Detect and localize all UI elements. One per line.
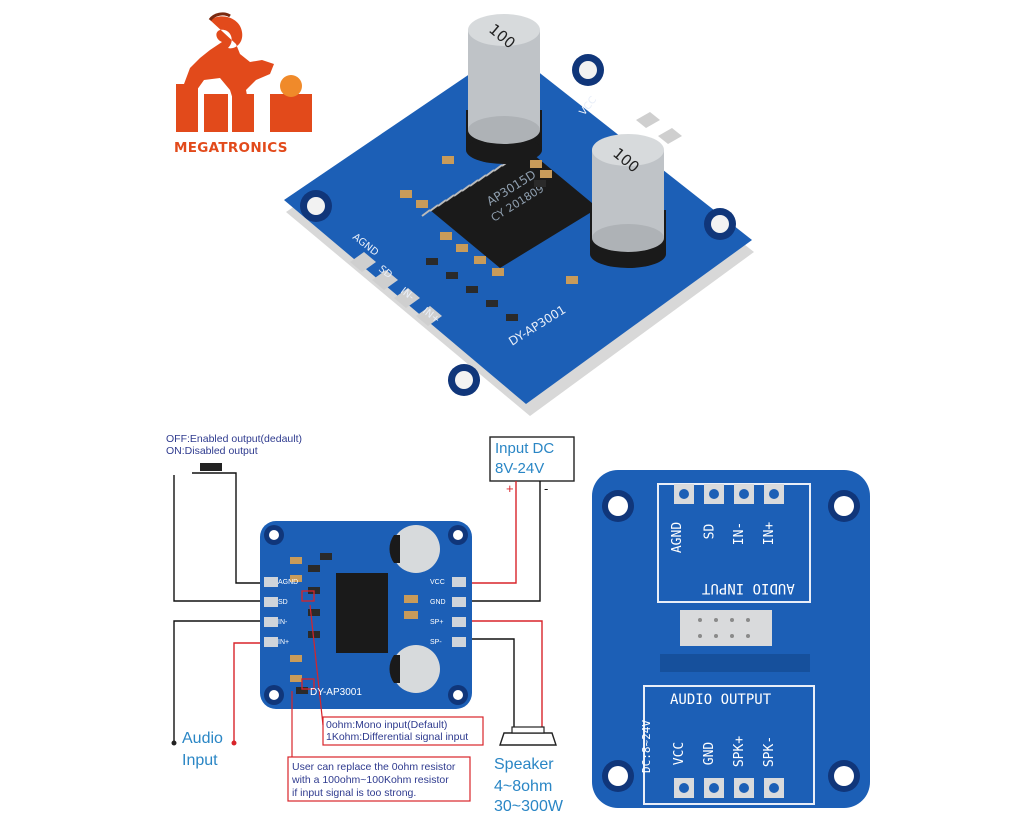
audio-input-label-1: Audio: [182, 730, 223, 747]
resistor-note-mono: 0ohm:Mono input(Default): [326, 719, 448, 731]
amplifier-board-photo: AP3015D CY 201809 100 100 DY-AP3001: [280, 0, 760, 425]
board-model-label: DY-AP3001: [310, 687, 362, 698]
board-back-photo: AGND SD IN- IN+ AUDIO INPUT AUDIO OUTPUT…: [592, 470, 874, 810]
back-pin-vcc: VCC: [672, 741, 688, 766]
diag-pin-in-minus: IN-: [278, 619, 288, 626]
resistor-note-differential: 1Kohm:Differential signal input: [326, 731, 469, 743]
switch-note-enabled: OFF:Enabled output(dedault): [166, 433, 302, 445]
back-pin-agnd: AGND: [670, 521, 686, 554]
audio-output-label: AUDIO OUTPUT: [670, 692, 772, 708]
diag-pin-in-plus: IN+: [278, 639, 290, 646]
plus-sign: +: [506, 481, 514, 496]
pin-vcc-label: VCC: [578, 95, 599, 118]
speaker-impedance: 4~8ohm: [494, 778, 553, 795]
back-pin-in-minus: IN-: [732, 521, 748, 546]
dc-voltage-label: DC:8~24V: [639, 720, 653, 773]
diag-pin-sp-minus: SP-: [430, 639, 442, 646]
diag-pin-sp-plus: SP+: [430, 619, 444, 626]
back-pin-spk-minus: SPK-: [762, 735, 778, 768]
megatronics-logo: MEGATRONICS: [170, 10, 330, 160]
speaker-power: 30~300W: [494, 798, 563, 815]
minus-sign: -: [544, 481, 549, 496]
diag-pin-vcc: VCC: [430, 579, 445, 586]
diag-pin-agnd: AGND: [278, 579, 299, 586]
audio-input-label-2: Input: [182, 752, 218, 769]
input-dc-range: 8V-24V: [495, 460, 545, 477]
right-pin-labels: VCC GND SP+ SP-: [430, 573, 450, 653]
audio-input-label: AUDIO INPUT: [702, 580, 795, 596]
input-dc-title: Input DC: [495, 440, 555, 457]
back-pin-gnd: GND: [702, 741, 718, 766]
speaker-label: Speaker: [494, 756, 554, 773]
diag-pin-sd: SD: [278, 599, 288, 606]
replace-note-2: with a 100ohm~100Kohm resistor: [292, 774, 449, 786]
replace-note-3: if input signal is too strong.: [292, 787, 417, 799]
back-pin-spk-plus: SPK+: [732, 735, 748, 768]
back-top-pin-labels: AGND SD IN- IN+: [670, 510, 792, 570]
diag-pin-gnd: GND: [430, 599, 446, 606]
back-bottom-pin-labels: VCC GND SPK+ SPK-: [672, 720, 792, 780]
switch-note-disabled: ON:Disabled output: [166, 445, 258, 457]
replace-note-1: User can replace the 0ohm resistor: [292, 761, 456, 773]
left-pin-labels: AGND SD IN- IN+: [278, 573, 299, 653]
back-pin-sd: SD: [702, 523, 718, 540]
logo-graphic: [176, 12, 312, 132]
wiring-diagram: OFF:Enabled output(dedault) ON:Disabled …: [160, 425, 580, 822]
logo-brand-text: MEGATRONICS: [174, 140, 288, 156]
back-pin-in-plus: IN+: [762, 521, 778, 546]
